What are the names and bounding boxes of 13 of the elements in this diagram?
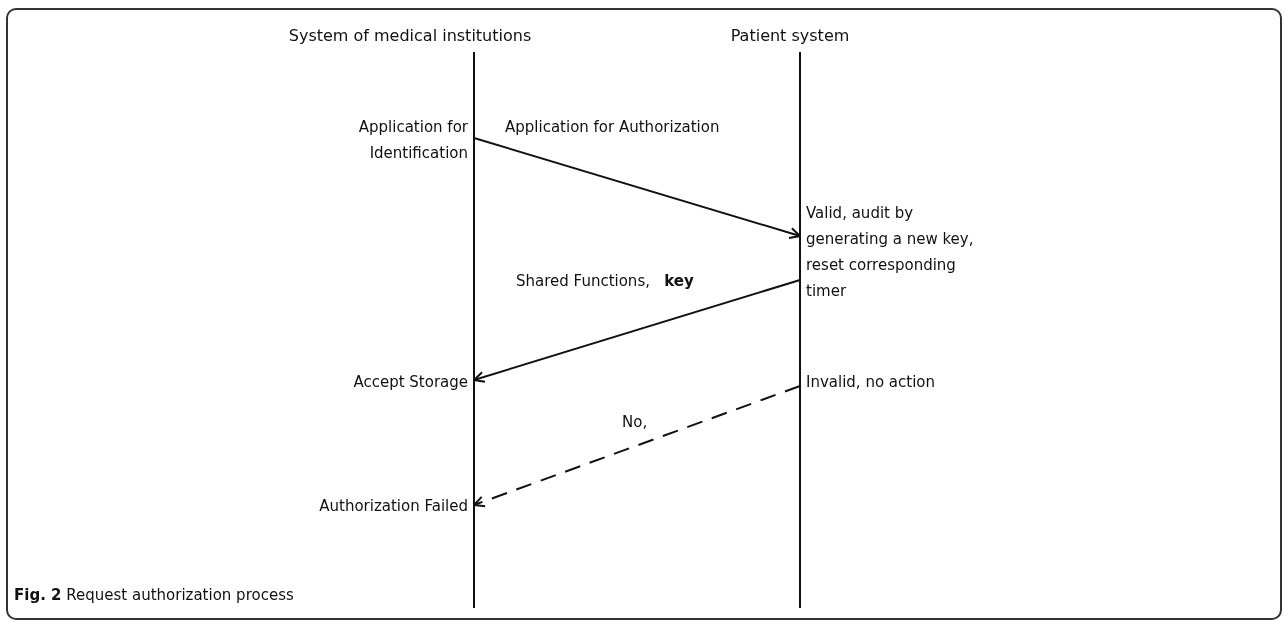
step-text: Invalid, no action [806, 369, 1006, 395]
step-text: Valid, audit by generating a new key, reset corresponding timer [806, 200, 978, 304]
participant-label: System of medical institutions [288, 26, 532, 45]
arrow [473, 385, 801, 508]
edge-label: Shared Functions, key [514, 272, 696, 290]
participant-label: Patient system [730, 26, 850, 45]
step-text: Accept Storage [308, 369, 468, 395]
step-text: Application for Identification [308, 114, 468, 166]
edge-label: Application for Authorization [503, 118, 722, 136]
step-text: Authorization Failed [288, 493, 468, 519]
figure-caption: Fig. 2 Request authorization process [14, 586, 294, 604]
arrow [473, 137, 801, 239]
arrow [473, 279, 801, 383]
